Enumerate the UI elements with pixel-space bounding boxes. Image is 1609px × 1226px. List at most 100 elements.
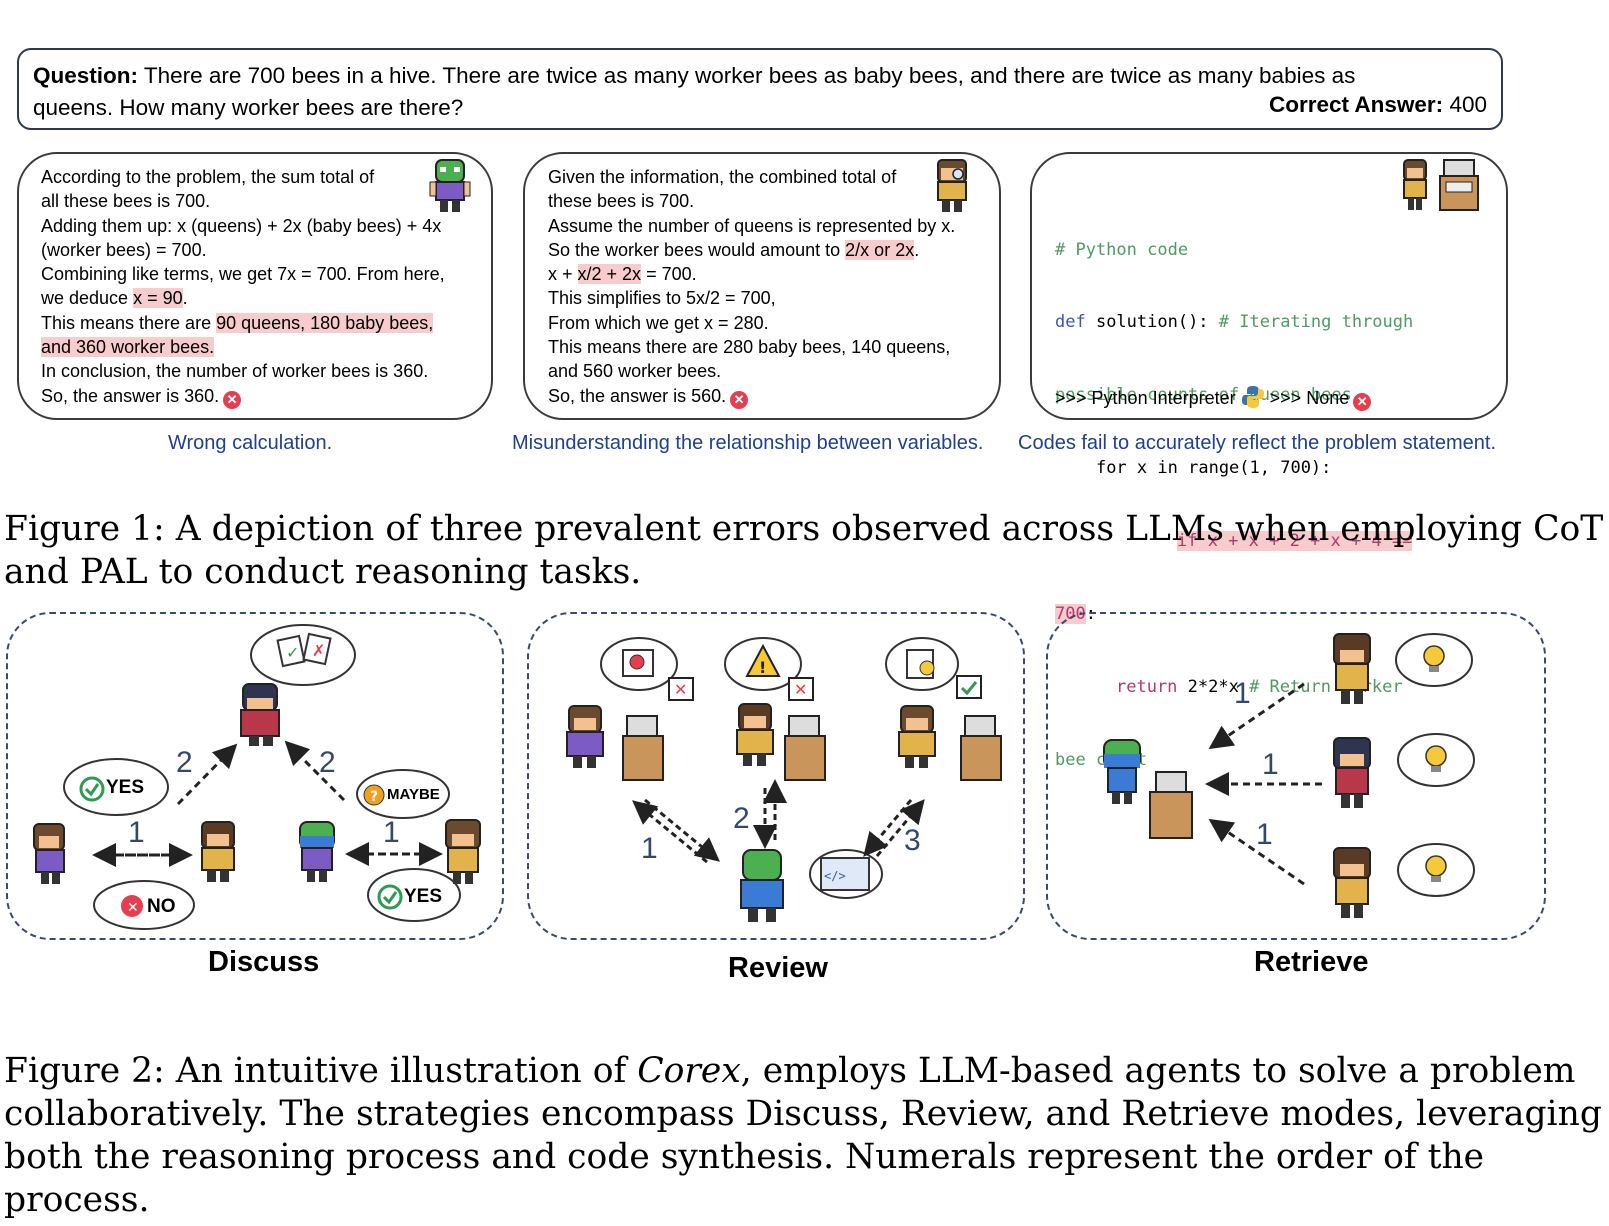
- svg-text:✕: ✕: [794, 680, 807, 699]
- svg-text:?: ?: [370, 789, 378, 805]
- card2-text-part: x +: [548, 264, 578, 285]
- interpreter-line: >>> Python Interpreter >>> None✕: [1055, 385, 1372, 411]
- card1-highlight: and 360 worker bees.: [41, 337, 215, 358]
- card1-line: This means there are 90 queens, 180 baby…: [41, 311, 445, 335]
- svg-text:✗: ✗: [312, 641, 325, 660]
- discuss-diagram: ✓ ✗ ✕ ?: [33, 624, 481, 930]
- card2-caption: Misunderstanding the relationship betwee…: [512, 432, 984, 454]
- question-line2: queens. How many worker bees are there?: [33, 95, 464, 120]
- card1-text: According to the problem, the sum total …: [41, 165, 445, 409]
- code-line: for x in range(1, 700):: [1055, 456, 1413, 480]
- card1-line: (worker bees) = 700.: [41, 239, 207, 260]
- code-comment: # Python code: [1055, 239, 1189, 260]
- card2-line: and 560 worker bees.: [548, 361, 722, 382]
- card1-line: Adding them up: x (queens) + 2x (baby be…: [41, 215, 442, 236]
- discuss-label: Discuss: [208, 946, 320, 978]
- card1-line: According to the problem, the sum total …: [41, 167, 375, 187]
- card2-text: Given the information, the combined tota…: [548, 165, 955, 409]
- svg-text:</>: </>: [824, 869, 846, 883]
- step-number: 1: [641, 832, 658, 865]
- code-line: if x + x + 2 + x + 4 ==: [1055, 529, 1413, 553]
- question-label: Question:: [33, 63, 138, 88]
- card2-line: these bees is 700.: [548, 191, 695, 212]
- card2-line: This simplifies to 5x/2 = 700,: [548, 288, 776, 309]
- cot-card-1: [17, 152, 493, 420]
- card1-line: and 360 worker bees.: [41, 335, 445, 359]
- code-text: 2*2*x: [1177, 676, 1250, 697]
- figure2-line3: both the reasoning process and code synt…: [4, 1137, 1485, 1220]
- question-line1: There are 700 bees in a hive. There are …: [143, 63, 1356, 88]
- figure2-line1: Figure 2: An intuitive illustration of C…: [4, 1050, 1604, 1093]
- card2-line: This means there are 280 baby bees, 140 …: [548, 337, 951, 358]
- card2-line: So the worker bees would amount to 2/x o…: [548, 238, 955, 262]
- code-comment: # Iterating through: [1218, 312, 1414, 333]
- scientist-agent-icon: [937, 159, 967, 212]
- error-x-icon: ✕: [730, 390, 749, 409]
- step-number: 1: [1234, 677, 1251, 710]
- review-panel: [527, 612, 1025, 940]
- review-label: Review: [728, 952, 828, 984]
- figure2-caption: Figure 2: An intuitive illustration of C…: [4, 1050, 1604, 1222]
- step-number: 2: [733, 802, 750, 835]
- figure1-caption: Figure 1: A depiction of three prevalent…: [4, 508, 1604, 594]
- code-line: return 2*2*x # Return worker: [1055, 675, 1413, 699]
- card2-text-part: = 700.: [641, 264, 697, 285]
- card1-line: So, the answer is 360.✕: [41, 384, 445, 409]
- interpreter-result: >>> None: [1269, 388, 1350, 408]
- card2-highlight: x/2 + 2x: [577, 264, 642, 285]
- card2-line: From which we get x = 280.: [548, 312, 769, 333]
- step-number: 1: [383, 816, 400, 849]
- card1-line: all these bees is 700.: [41, 191, 211, 212]
- figure2-text: , employs LLM-based agents to solve a pr…: [740, 1051, 1576, 1091]
- card1-line: we deduce x = 90.: [41, 286, 445, 310]
- card2-text-part: .: [914, 239, 920, 260]
- svg-text:✕: ✕: [127, 900, 139, 916]
- svg-text:✕: ✕: [674, 680, 687, 699]
- correct-answer: Correct Answer: 400: [1269, 92, 1487, 118]
- card2-line: So, the answer is 560.✕: [548, 384, 955, 409]
- card2-highlight: 2/x or 2x: [845, 239, 915, 260]
- code-indent: [1055, 458, 1096, 478]
- code-text: solution():: [1085, 312, 1219, 333]
- code-keyword: in: [1157, 458, 1178, 479]
- code-keyword: return: [1116, 676, 1178, 697]
- step-number: 1: [1256, 818, 1273, 851]
- card1-caption: Wrong calculation.: [168, 432, 333, 454]
- retrieve-label: Retrieve: [1254, 946, 1369, 978]
- yes-label-2: YES: [404, 886, 443, 907]
- card1-text-part: This means there are: [41, 312, 217, 333]
- code-keyword: def: [1055, 312, 1086, 333]
- coder-agent-icon: [1403, 159, 1479, 211]
- retrieve-diagram: [1103, 633, 1475, 918]
- answer-label: Correct Answer:: [1268, 92, 1444, 117]
- error-x-icon: ✕: [1353, 393, 1372, 411]
- code-comment: possible counts of queen bees: [1055, 385, 1352, 406]
- code-text: :: [1085, 604, 1096, 625]
- discuss-panel: [6, 612, 504, 940]
- code-highlight: if x + x + 2 + x + 4 ==: [1177, 531, 1413, 552]
- corex-name: Corex: [637, 1051, 741, 1091]
- question-text: Question: There are 700 bees in a hive. …: [33, 60, 1493, 124]
- retrieve-panel: [1046, 612, 1546, 940]
- card1-line: Combining like terms, we get 7x = 700. F…: [41, 264, 445, 285]
- code-block: # Python code def solution(): # Iteratin…: [1055, 189, 1413, 796]
- yes-label-1: YES: [106, 777, 145, 798]
- figure2-line2: collaboratively. The strategies encompas…: [4, 1094, 1602, 1134]
- card2-line: x + x/2 + 2x = 700.: [548, 262, 955, 286]
- card1-highlight: 90 queens, 180 baby bees,: [216, 312, 434, 333]
- card1-text-part: So, the answer is 360.: [41, 385, 220, 406]
- code-keyword: for: [1095, 458, 1127, 479]
- card1-highlight: x = 90: [133, 288, 183, 309]
- interpreter-label: >>> Python Interpreter: [1055, 388, 1236, 408]
- step-number: 1: [128, 816, 145, 849]
- maybe-label: MAYBE: [387, 786, 440, 803]
- step-number: 2: [176, 746, 193, 779]
- frog-agent-icon: [429, 159, 471, 212]
- svg-text:✓: ✓: [286, 643, 299, 662]
- question-box: [17, 48, 1503, 130]
- card2-text-part: So the worker bees would amount to: [548, 239, 846, 260]
- step-number: 3: [904, 824, 921, 857]
- python-logo-icon: [1241, 386, 1264, 408]
- card2-line: Given the information, the combined tota…: [548, 167, 897, 187]
- card1-text-part: we deduce: [41, 288, 134, 309]
